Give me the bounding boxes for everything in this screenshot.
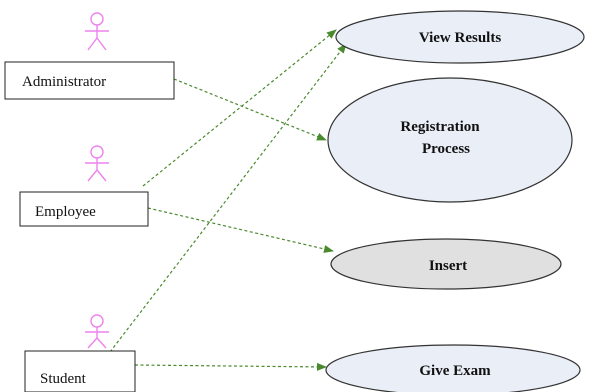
use-case-ellipse: [330, 238, 562, 290]
actor-administrator: Administrator: [4, 12, 175, 100]
actor-box: [4, 61, 175, 100]
use-case-label-line-1: Registration: [400, 119, 480, 135]
actor-employee: Employee: [19, 145, 149, 227]
actor-label: Student: [40, 371, 87, 387]
actor-label: Employee: [35, 204, 96, 220]
use-case-give-exam: Give Exam: [325, 344, 581, 392]
stick-figure-icon: [85, 314, 109, 349]
stick-figure-icon: [85, 12, 109, 51]
association-student-give-exam: [134, 362, 327, 371]
actor-box: [24, 350, 136, 392]
association-employee-view-results: [142, 29, 337, 187]
use-case-registration-process: Registration Process: [327, 77, 573, 203]
use-case-label-line-2: Process: [422, 141, 470, 157]
actor-student: Student: [24, 314, 136, 392]
use-case-ellipse: [325, 344, 581, 392]
association-administrator-registration: [173, 78, 327, 141]
association-employee-insert: [147, 207, 334, 253]
use-case-view-results: View Results: [335, 10, 585, 64]
association-student-view-results: [109, 43, 347, 353]
stick-figure-icon: [85, 145, 109, 182]
use-case-label: Insert: [429, 258, 467, 274]
use-case-label: Give Exam: [419, 363, 491, 379]
actor-label: Administrator: [22, 74, 106, 90]
actor-box: [19, 191, 149, 227]
use-case-insert: Insert: [330, 238, 562, 290]
use-case-ellipse: [327, 77, 573, 203]
associations: [109, 29, 347, 371]
use-case-ellipse: [335, 10, 585, 64]
use-case-label: View Results: [419, 30, 502, 46]
